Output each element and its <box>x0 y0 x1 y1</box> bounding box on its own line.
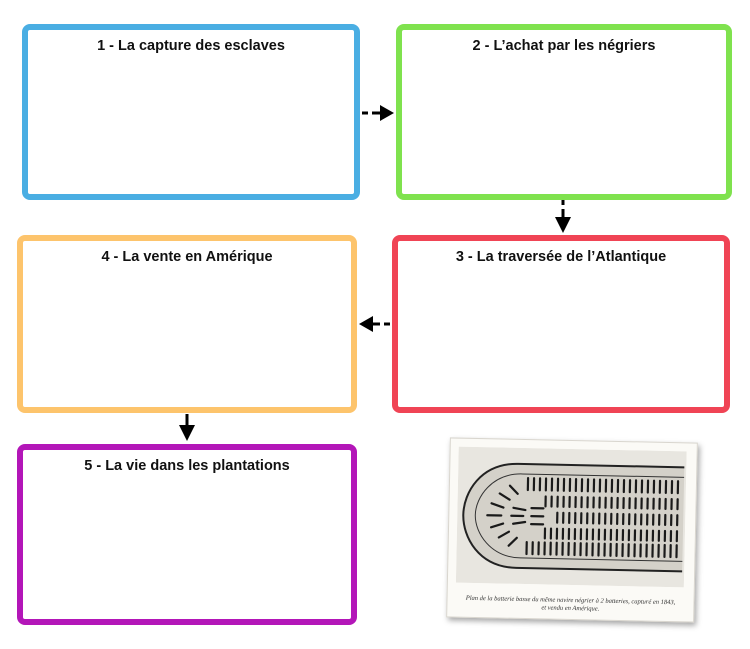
arrow-4-to-5 <box>179 414 195 441</box>
step-title-crossing: 3 - La traversée de l’Atlantique <box>455 249 667 265</box>
step-title-capture: 1 - La capture des esclaves <box>97 38 285 54</box>
arrow-3-to-4 <box>359 316 390 332</box>
step-box-capture: 1 - La capture des esclaves <box>22 24 360 200</box>
step-box-plantations: 5 - La vie dans les plantations <box>17 444 357 625</box>
ship-deck-drawing <box>455 446 687 588</box>
step-box-purchase: 2 - L’achat par les négriers <box>396 24 732 200</box>
step-box-sale: 4 - La vente en Amérique <box>17 235 357 413</box>
arrow-2-to-3 <box>555 200 571 233</box>
step-title-sale: 4 - La vente en Amérique <box>101 249 273 265</box>
step-box-crossing: 3 - La traversée de l’Atlantique <box>392 235 730 413</box>
arrow-1-to-2 <box>362 105 394 121</box>
slave-ship-plan-image: Plan de la batterie basse du même navire… <box>446 437 698 623</box>
step-title-plantations: 5 - La vie dans les plantations <box>84 458 290 474</box>
step-title-purchase: 2 - L’achat par les négriers <box>472 38 656 54</box>
image-caption: Plan de la batterie basse du même navire… <box>453 595 687 616</box>
